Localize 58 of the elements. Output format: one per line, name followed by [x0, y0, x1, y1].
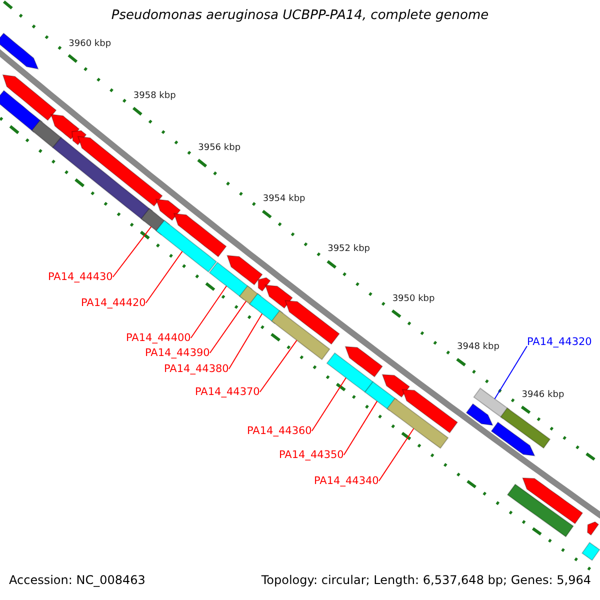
gene-block — [506, 484, 574, 538]
gene-block — [326, 352, 374, 393]
scale-label: 3960 kbp — [68, 38, 112, 49]
gene-block — [386, 398, 449, 449]
gene-block — [581, 542, 600, 561]
gene-block — [77, 136, 163, 207]
gene-block — [490, 422, 536, 456]
gene-block — [2, 74, 57, 121]
scale-label: 3958 kbp — [133, 91, 176, 102]
gene-label: PA14_44360 — [247, 425, 312, 438]
chart-title: Pseudomonas aeruginosa UCBPP-PA14, complete genome — [110, 9, 490, 24]
scale-label: 3946 kbp — [522, 390, 564, 400]
gene-block — [586, 521, 600, 536]
gene-block — [402, 389, 458, 434]
gene-label: PA14_44370 — [195, 386, 260, 398]
leader-line — [311, 377, 346, 432]
gene-label: PA14_44430 — [48, 271, 113, 284]
leader-line — [494, 346, 528, 400]
leader-line — [190, 286, 227, 338]
gene-block — [522, 477, 584, 524]
scale-label: 3954 kbp — [262, 194, 306, 204]
gene-block — [0, 90, 43, 133]
gene-block — [264, 284, 293, 309]
gene-label: PA14_44400 — [126, 332, 191, 344]
gene-block — [31, 120, 62, 148]
gene-block — [226, 254, 263, 286]
scale-label: 3952 kbp — [328, 244, 370, 255]
gene-label: PA14_44320 — [527, 336, 592, 348]
gene-block — [258, 277, 271, 292]
gene-block — [284, 300, 340, 345]
gene-block — [50, 114, 80, 140]
gene-block — [382, 374, 410, 398]
gene-block — [0, 32, 39, 70]
gene-label: PA14_44420 — [81, 297, 146, 310]
scale-label: 3950 kbp — [392, 294, 435, 304]
gene-label: PA14_44380 — [164, 363, 229, 376]
leader-line — [259, 340, 298, 392]
gene-block — [500, 407, 551, 449]
scale-label: 3956 kbp — [198, 143, 241, 154]
gene-block — [344, 346, 383, 378]
gene-label: PA14_44350 — [279, 449, 344, 462]
leader-line — [209, 300, 247, 354]
gene-label: PA14_44390 — [145, 347, 210, 360]
gene-block — [155, 198, 181, 221]
gene-block — [466, 403, 494, 426]
leader-line — [343, 400, 378, 456]
scale-label: 3948 kbp — [457, 342, 500, 352]
gene-block — [473, 388, 510, 419]
gene-block — [271, 310, 330, 360]
accession-text: Accession: NC_008463 — [9, 574, 146, 588]
gene-label: PA14_44340 — [314, 475, 379, 488]
gene-block — [156, 220, 218, 273]
gene-block — [173, 213, 227, 258]
genome-info-text: Topology: circular; Length: 6,537,648 bp; Genes: 5,964 — [261, 574, 591, 588]
leader-line — [145, 250, 183, 304]
leader-line — [378, 428, 414, 482]
leader-line — [112, 226, 152, 278]
leader-line — [228, 313, 263, 370]
